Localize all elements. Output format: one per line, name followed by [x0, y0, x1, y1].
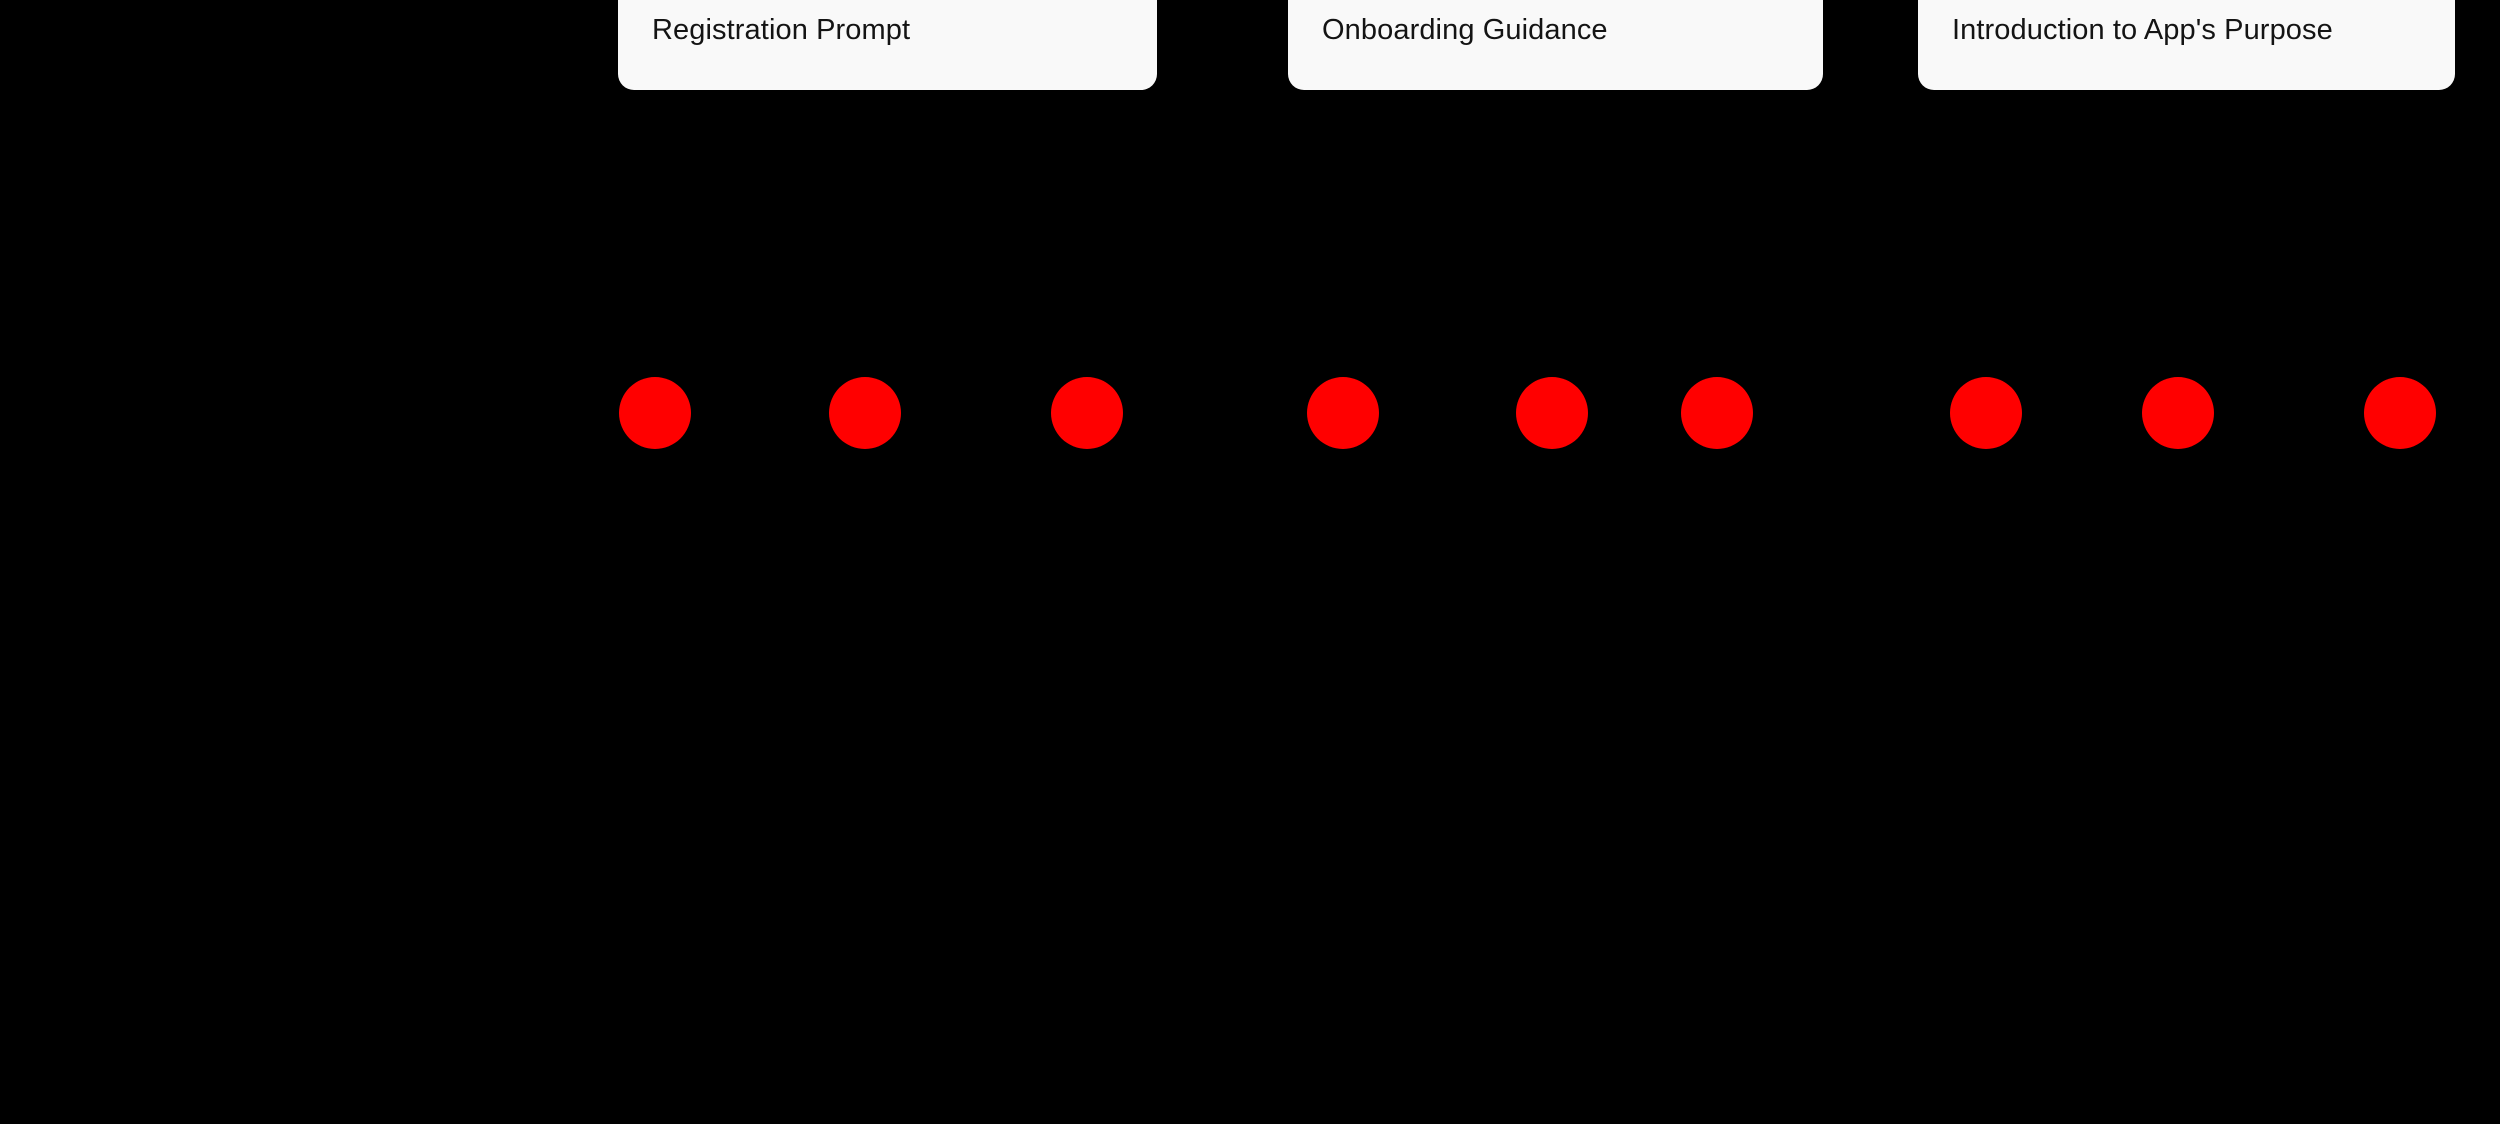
circle-node[interactable]: [2364, 377, 2436, 449]
card-node-label: Introduction to App's Purpose: [1952, 14, 2333, 47]
card-node-label: Onboarding Guidance: [1322, 14, 1608, 47]
circle-node[interactable]: [619, 377, 691, 449]
circle-node[interactable]: [1950, 377, 2022, 449]
circle-node[interactable]: [2142, 377, 2214, 449]
card-node[interactable]: Onboarding Guidance: [1288, 0, 1823, 90]
circle-node[interactable]: [1307, 377, 1379, 449]
circle-node[interactable]: [1051, 377, 1123, 449]
card-node-label: Registration Prompt: [652, 14, 911, 47]
circle-node[interactable]: [829, 377, 901, 449]
circle-node[interactable]: [1516, 377, 1588, 449]
card-node[interactable]: Registration Prompt: [618, 0, 1157, 90]
circle-node[interactable]: [1681, 377, 1753, 449]
card-node[interactable]: Introduction to App's Purpose: [1918, 0, 2455, 90]
